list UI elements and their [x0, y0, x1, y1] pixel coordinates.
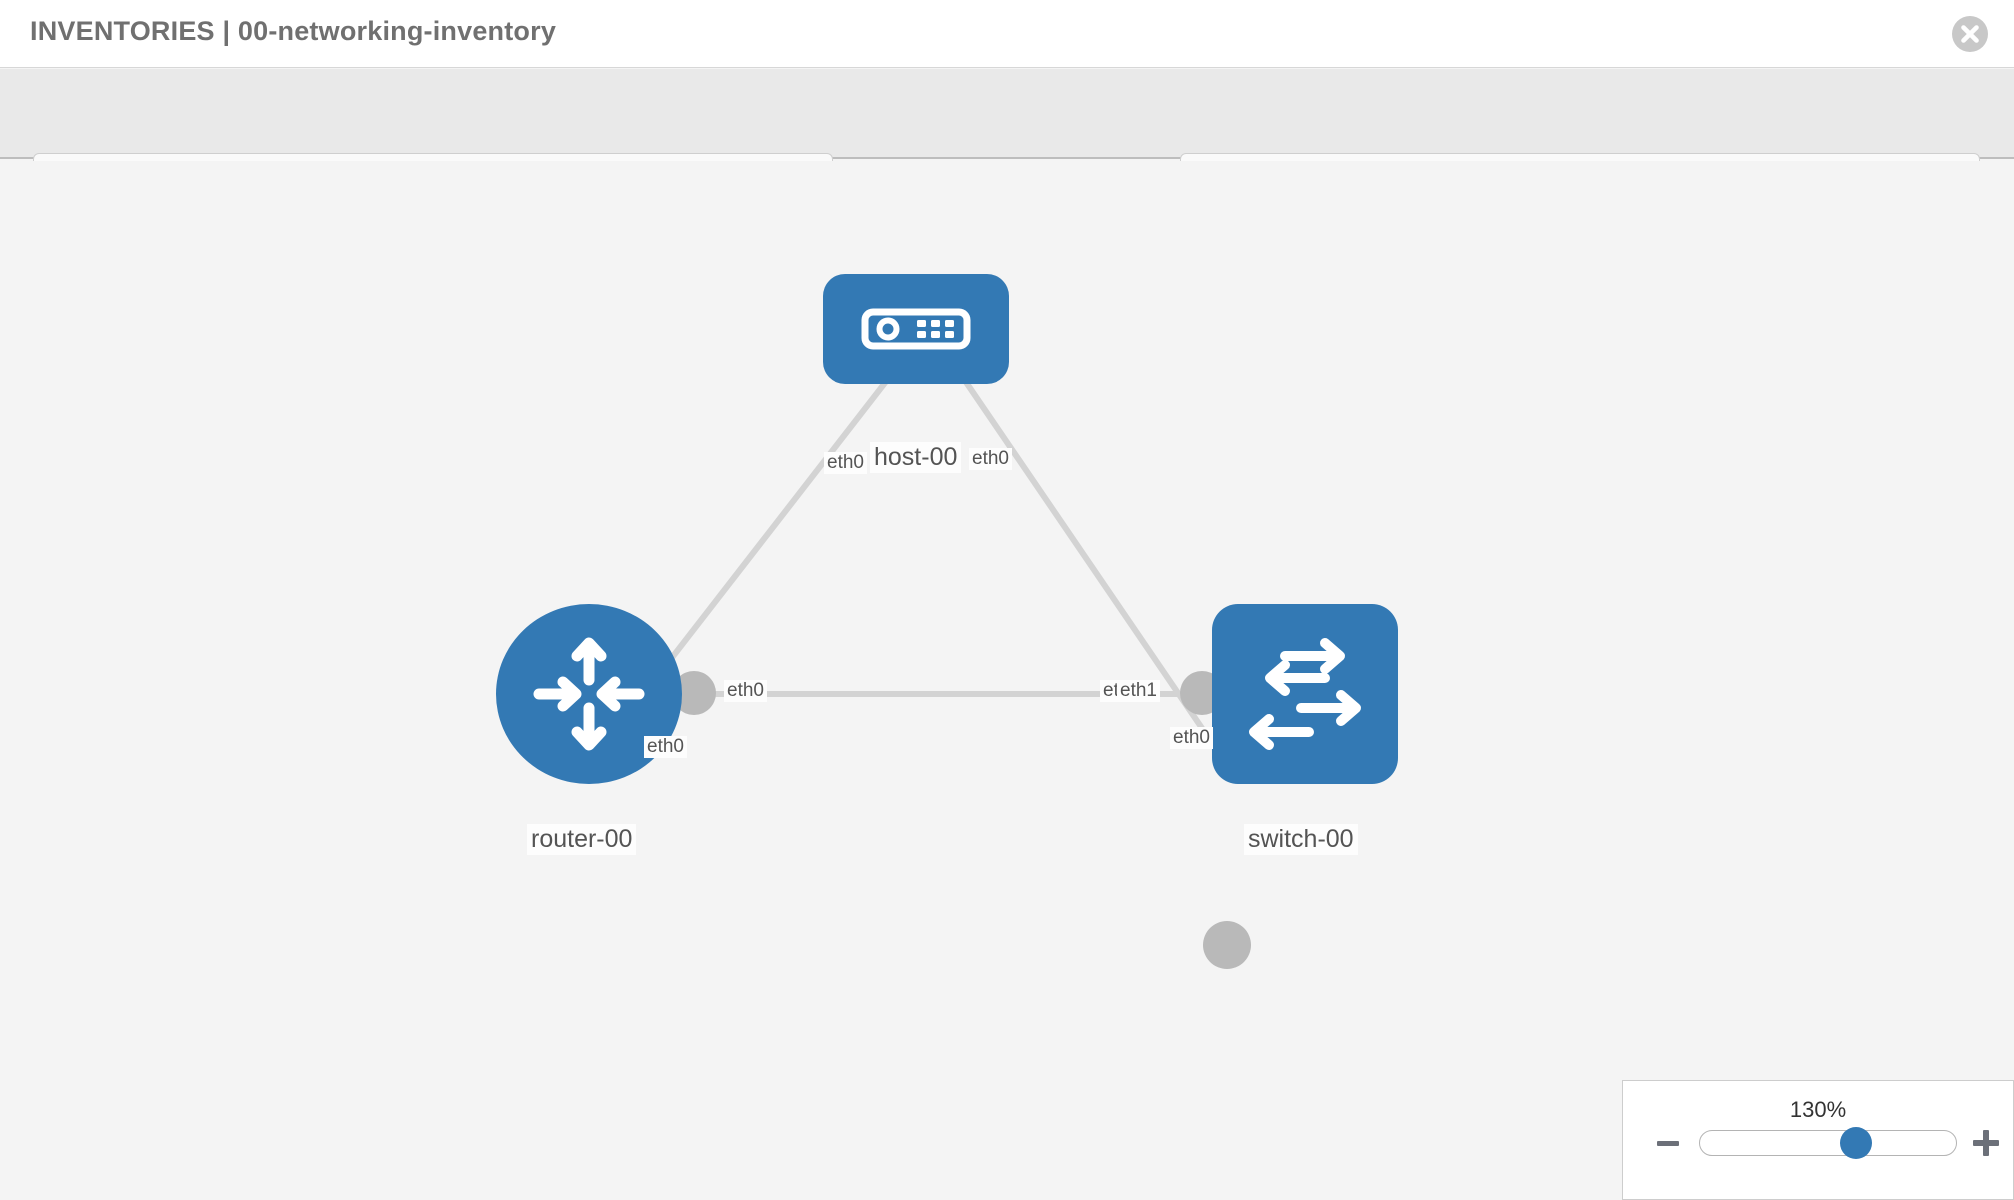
- toolbar: ACTIONS SEARCH: [0, 69, 2014, 201]
- interface-label-router-switch: eth0: [724, 680, 767, 702]
- server-icon: [861, 308, 971, 350]
- page-header: INVENTORIES | 00-networking-inventory: [0, 0, 2014, 68]
- zoom-out-button[interactable]: [1657, 1141, 1679, 1146]
- router-arrows-icon: [533, 637, 645, 751]
- interface-label-switch-host: eth0: [1170, 727, 1213, 749]
- zoom-in-button[interactable]: [1973, 1130, 1999, 1156]
- connector-dot: [1203, 921, 1251, 969]
- link-host-switch: [952, 363, 1241, 784]
- switch-arrows-icon: [1249, 638, 1361, 750]
- node-label-switch-00: switch-00: [1244, 824, 1358, 855]
- topology-canvas[interactable]: host-00 host-00: [0, 161, 2014, 1200]
- node-label-router-00: router-00: [527, 824, 637, 855]
- interface-label-host-switch: eth0: [969, 448, 1012, 470]
- switch-node-shape[interactable]: [1212, 604, 1398, 784]
- zoom-level-value: 130%: [1789, 1097, 1847, 1122]
- interface-label-switch-router: eth1: [1117, 680, 1160, 702]
- node-label-host-00: host-00: [870, 442, 962, 473]
- host-node-shape[interactable]: [823, 274, 1009, 384]
- zoom-control-panel: 130%: [1622, 1080, 2014, 1200]
- link-host-router: [647, 363, 901, 689]
- interface-label-host-router: eth0: [824, 452, 867, 474]
- close-icon[interactable]: [1952, 16, 1988, 52]
- page-title: INVENTORIES | 00-networking-inventory: [30, 16, 557, 46]
- zoom-slider-track[interactable]: [1699, 1127, 1957, 1159]
- zoom-slider-knob[interactable]: [1840, 1127, 1873, 1159]
- interface-label-router-host: eth0: [644, 736, 687, 758]
